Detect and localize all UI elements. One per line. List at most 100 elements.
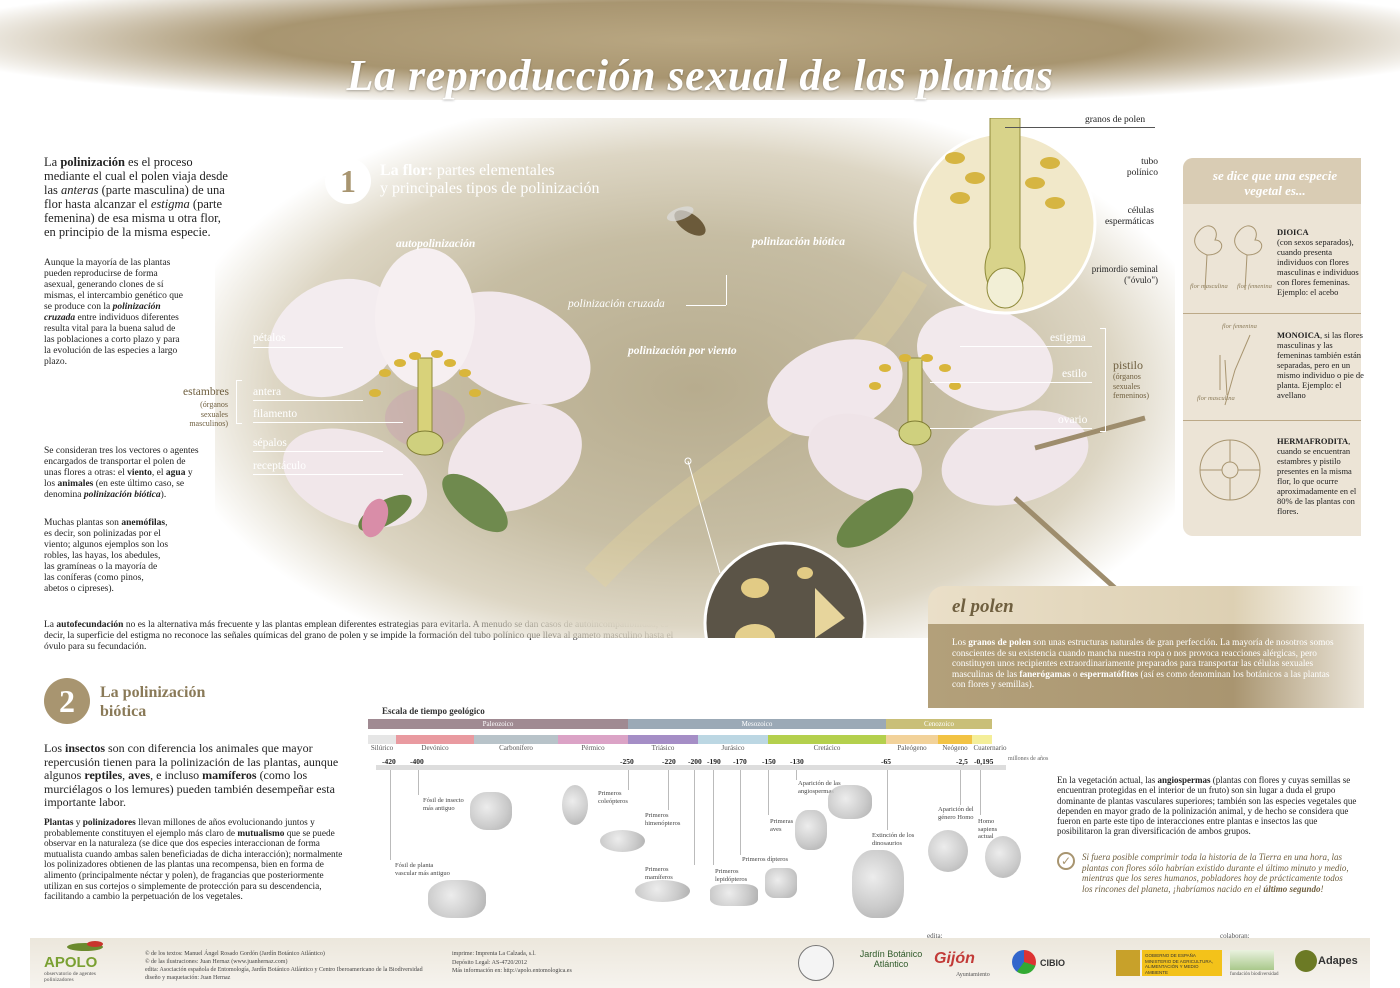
event-lepidoptera: Primeros lepidópteros (715, 868, 748, 883)
event-coleoptera: Primeros coleópteros (598, 790, 628, 805)
left-flower (268, 248, 591, 538)
tick-250: -250 (620, 757, 634, 766)
tick-0-195: -0,195 (974, 757, 994, 766)
monoica-cap2: flor masculina (1197, 395, 1235, 402)
era-paleozoico: Paleozoico (368, 719, 628, 729)
label-granos-polen: granos de polen (1085, 115, 1146, 125)
dioica-sketch-icon (1194, 225, 1263, 291)
gijon-logo: Gijón (934, 950, 975, 967)
tick-150: -150 (762, 757, 776, 766)
fundacion-label: fundación biodiversidad (1230, 972, 1279, 977)
apolo-logo: APOLO (44, 954, 98, 971)
angiosperms-paragraph: En la vegetación actual, las angiosperma… (1057, 775, 1357, 837)
tick-2-5: -2,5 (956, 757, 968, 766)
right-flower (767, 305, 1146, 590)
checkmark-icon: ✓ (1057, 852, 1075, 870)
label-petalos: pétalos (253, 332, 286, 344)
event-plant-fossil: Fósil de planta vascular más antiguo (395, 862, 450, 877)
bird-sketch (795, 810, 827, 850)
ayuntamiento-label: Ayuntamiento (956, 972, 990, 978)
cibio-logo: CIBIO (1040, 958, 1066, 968)
fundacion-grass-icon (1230, 950, 1274, 970)
mammal-sketch (635, 880, 690, 902)
homo-sapiens-sketch (985, 836, 1021, 878)
fossil-insect-sketch (470, 792, 512, 830)
tick-65: -65 (881, 757, 891, 766)
label-receptaculo: receptáculo (253, 460, 306, 472)
pollen-closeup (684, 457, 867, 638)
label-celulas-espermaticas: células espermáticas (1104, 206, 1154, 227)
beetle-sketch (562, 785, 588, 825)
timeline-axis (376, 765, 1006, 770)
label-estambres: estambres (183, 386, 229, 398)
cibio-globe-icon (1012, 950, 1036, 974)
adapes-bee-icon (1295, 950, 1317, 972)
adapes-logo: Adapes (1318, 955, 1358, 967)
homo-sketch (928, 830, 968, 872)
section2-paragraph2: Plantas y polinizadores llevan millones … (44, 818, 343, 903)
tick-170: -170 (733, 757, 747, 766)
tick-190: -190 (707, 757, 721, 766)
fly-sketch (765, 868, 797, 898)
label-ovario: ovario (1058, 414, 1088, 426)
bee (666, 206, 706, 236)
pollen-drift (584, 271, 928, 588)
period-carbonifero: Carbonífero (499, 744, 533, 752)
sidebar-item-monoica: MONOICA, si las flores masculinas y las … (1277, 330, 1364, 400)
fossil-plant-sketch (428, 880, 486, 918)
asexual-paragraph: Aunque la mayoría de las plantas pueden … (44, 258, 184, 367)
label-estambres-sub: (órganos sexuales masculinos) (189, 400, 228, 428)
flower-illustration (268, 118, 1146, 638)
period-permico: Pérmico (581, 744, 605, 752)
polen-title: el polen (952, 596, 1014, 617)
label-primordio-seminal: primordio seminal ("óvulo") (1091, 264, 1158, 285)
tick-220: -220 (662, 757, 676, 766)
label-pistilo: pistilo (1113, 358, 1144, 372)
intro-paragraph: La polinización es el proceso mediante e… (44, 155, 228, 239)
section2-paragraph1: Los insectos son con diferencia los anim… (44, 741, 339, 809)
edita-label: edita: (927, 932, 943, 940)
event-homo-genus: Aparición del género Homo (938, 806, 974, 821)
sidebar-item-hermafrodita: HERMAFRODITA, cuando se encuentran estam… (1277, 436, 1357, 516)
event-angiosperms: Aparición de las angiospermas (798, 780, 841, 795)
label-estigma: estigma (1050, 332, 1086, 344)
period-triasico: Triásico (651, 744, 675, 752)
period-silurico: Silúrico (370, 744, 394, 752)
sidebar-title: se dice que una especie vegetal es... (1212, 168, 1338, 198)
label-polinizacion-cruzada: polinización cruzada (568, 298, 665, 310)
tick-200: -200 (688, 757, 702, 766)
sidebar-item-dioica: DIOICA(con sexos separados), cuando pres… (1277, 227, 1359, 297)
entomology-seal-icon (798, 945, 834, 981)
label-polinizacion-viento: polinización por viento (628, 345, 737, 357)
event-hymenoptera: Primeros himenópteros (645, 812, 681, 827)
quote-paragraph: Si fuera posible comprimir toda la histo… (1082, 852, 1349, 894)
timeline-unit: millones de años (1008, 756, 1049, 762)
period-paleogeno: Paleógeno (897, 744, 927, 752)
monoica-sketch-icon (1219, 334, 1251, 406)
section2-number: 2 (44, 678, 90, 724)
dioica-cap2: flor femenina (1237, 283, 1272, 290)
tick-400: -400 (410, 757, 424, 766)
label-filamento: filamento (253, 408, 298, 420)
print-block: imprime: Imprenta La Calzada, s.l. Depós… (452, 951, 572, 974)
wasp-sketch (600, 830, 645, 852)
section1-number: 1 (325, 158, 371, 204)
tick-130: -130 (790, 757, 804, 766)
period-jurasico: Jurásico (721, 744, 745, 752)
moth-sketch (710, 884, 758, 906)
sidebar-header (1183, 158, 1361, 204)
polen-text: Los granos de polen son unas estructuras… (952, 638, 1334, 690)
label-tubo-polinico: tubo polínico (1126, 157, 1158, 178)
jardin-botanico-logo: Jardín Botánico Atlántico (859, 949, 923, 969)
event-diptera: Primeros dípteros (742, 856, 789, 863)
page-title: La reproducción sexual de las plantas (346, 51, 1054, 100)
event-insect-fossil: Fósil de insecto más antiguo (423, 797, 464, 812)
label-autopolinizacion: autopolinización (396, 238, 476, 250)
era-cenozoico: Cenozoico (886, 719, 992, 729)
sidebar-panel (1183, 158, 1361, 536)
label-polinizacion-biotica: polinización biótica (752, 236, 845, 248)
credits-block: © de los textos: Manuel Ángel Rosado Gor… (145, 951, 423, 981)
hermafrodita-sketch-icon (1199, 439, 1261, 501)
event-dino-extinction: Extinción de los dinosaurios (872, 832, 915, 847)
